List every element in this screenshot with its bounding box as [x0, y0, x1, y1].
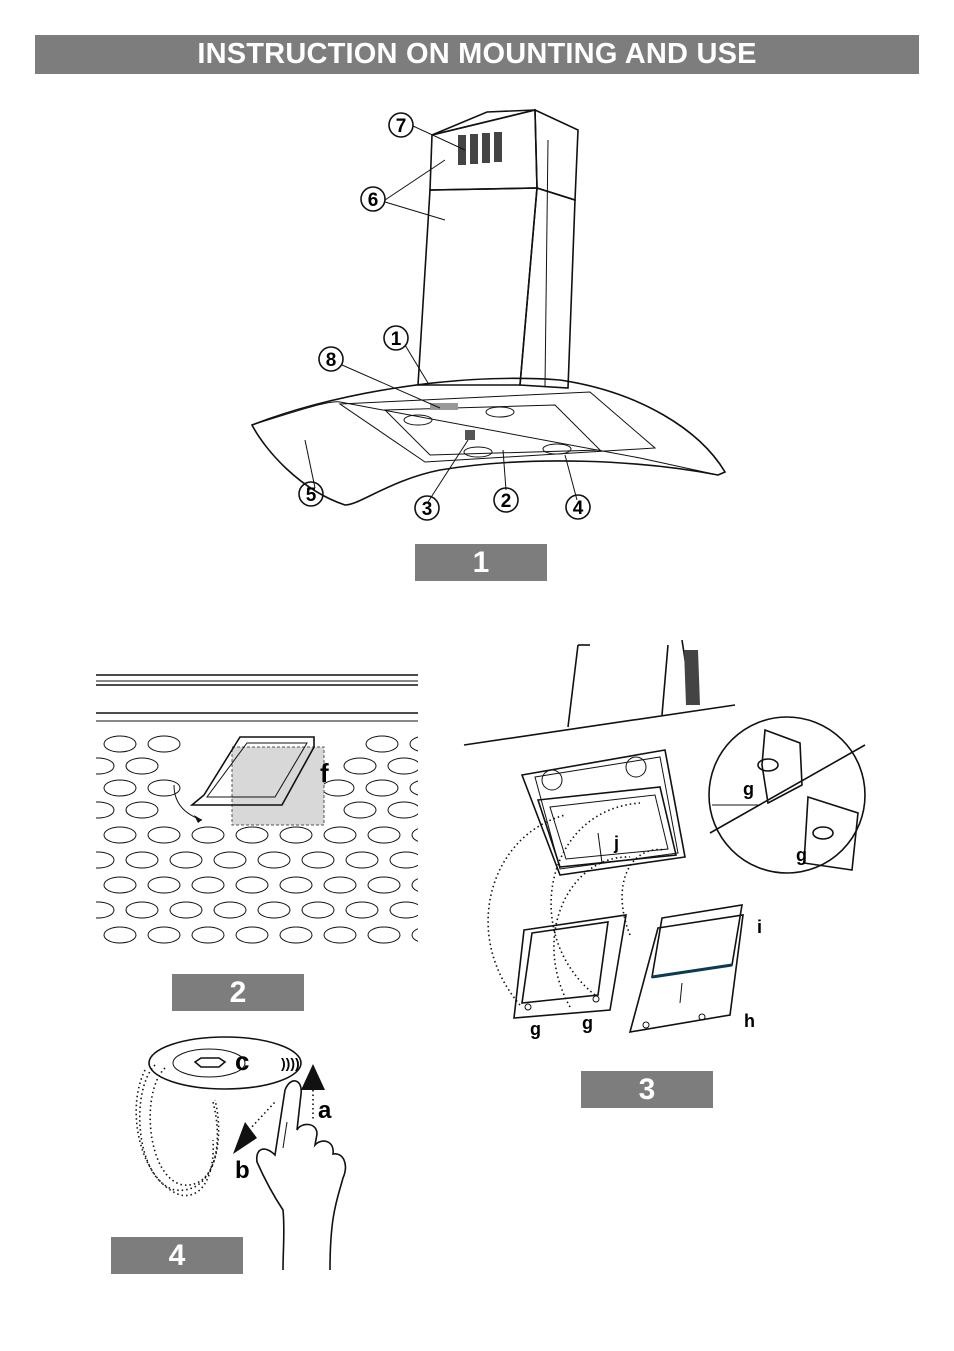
letter-c: c	[235, 1046, 249, 1076]
figure-4-lamp-illustration: c )))) a b	[135, 1036, 347, 1271]
callout-6: 6	[360, 186, 386, 212]
letter-g-detail-bottom: g	[796, 845, 807, 865]
figure-3-label: 3	[581, 1071, 713, 1108]
letter-g-right: g	[582, 1013, 593, 1033]
svg-text:5: 5	[306, 485, 317, 506]
figure-1-label: 1	[415, 544, 547, 581]
callout-8: 8	[318, 346, 344, 372]
callout-7: 7	[388, 112, 414, 138]
vent-grille	[458, 132, 502, 165]
callout-4: 4	[565, 494, 591, 520]
figure-2-grease-filter-illustration: f	[96, 674, 418, 944]
figure-1-hood-illustration: 7 6 1 8 5 3 2 4	[250, 108, 727, 521]
figure-3-carbon-filter-illustration: j i h g g g g	[463, 639, 866, 1039]
tab-marks-icon: ))))	[281, 1055, 300, 1071]
svg-text:6: 6	[368, 190, 379, 211]
letter-f: f	[320, 758, 329, 788]
letter-i: i	[757, 917, 762, 937]
callout-2: 2	[493, 487, 519, 513]
detail-magnifier: g g	[708, 716, 866, 874]
perforation-pattern	[96, 735, 418, 944]
letter-h: h	[744, 1011, 755, 1031]
letter-b: b	[235, 1157, 250, 1184]
svg-text:8: 8	[326, 350, 337, 371]
carbon-filter-left	[513, 914, 627, 1019]
svg-text:2: 2	[501, 491, 512, 512]
svg-text:4: 4	[573, 498, 584, 519]
callout-1: 1	[383, 325, 409, 351]
page-title: INSTRUCTION ON MOUNTING AND USE	[35, 35, 919, 74]
svg-text:1: 1	[391, 329, 402, 350]
carbon-filter-right	[628, 904, 744, 1033]
svg-text:3: 3	[422, 499, 433, 520]
letter-g-left: g	[530, 1019, 541, 1039]
letter-g-detail-top: g	[743, 779, 754, 799]
figure-4-label: 4	[111, 1237, 243, 1274]
letter-a: a	[318, 1097, 332, 1124]
callout-3: 3	[414, 495, 440, 521]
letter-j: j	[613, 833, 619, 853]
svg-text:7: 7	[396, 116, 407, 137]
filter-handle	[189, 736, 325, 826]
callout-5: 5	[298, 481, 324, 507]
figure-2-label: 2	[172, 974, 304, 1011]
